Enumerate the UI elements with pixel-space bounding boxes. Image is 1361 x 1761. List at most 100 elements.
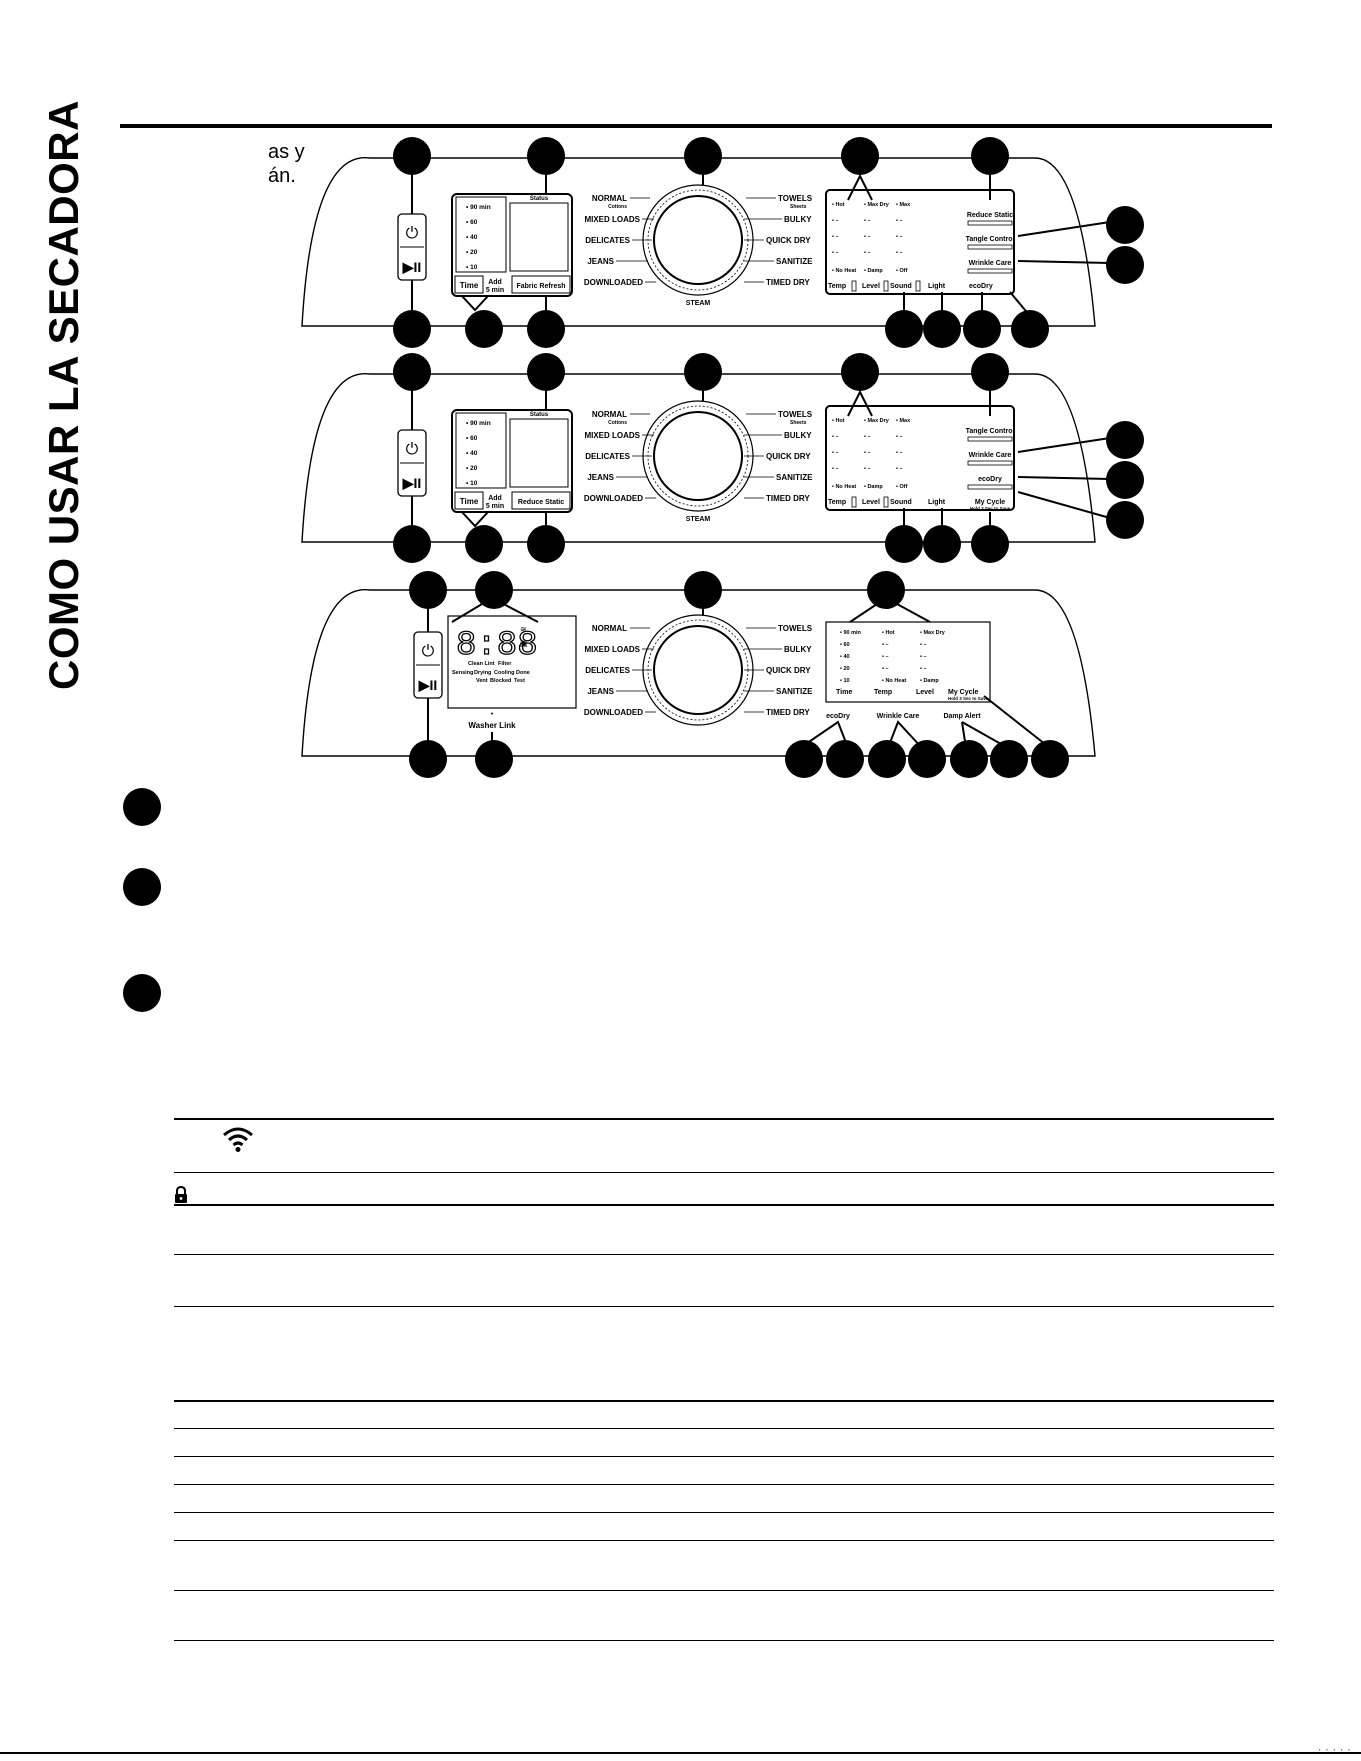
option-buttons-3[interactable]: ecoDry Wrinkle Care Damp Alert <box>826 713 981 720</box>
svg-text:TOWELS: TOWELS <box>778 194 813 203</box>
settings-buttons-3[interactable]: Time Temp Level My Cycle Hold 3 Sec to S… <box>836 689 989 701</box>
svg-text:ecoDry: ecoDry <box>969 283 993 290</box>
svg-text:• –: • – <box>896 250 903 256</box>
svg-text:ecoDry: ecoDry <box>826 713 850 720</box>
power-icon[interactable]: ⏻ <box>422 643 435 660</box>
fabric-refresh-button[interactable] <box>511 275 571 294</box>
svg-text:JEANS: JEANS <box>587 257 614 266</box>
svg-text:Level: Level <box>862 499 880 506</box>
svg-text:Reduce Static: Reduce Static <box>967 212 1013 219</box>
callout-marker <box>393 137 431 175</box>
temp-column: • Hot• – • –• – • No Heat <box>832 202 856 274</box>
svg-text:DOWNLOADED: DOWNLOADED <box>584 278 643 287</box>
svg-text:• 90 min: • 90 min <box>840 630 862 636</box>
callout-marker <box>684 571 722 609</box>
callout-marker <box>885 310 923 348</box>
svg-text:Level: Level <box>916 689 934 696</box>
time-button-2[interactable] <box>454 491 484 510</box>
svg-text:• –: • – <box>864 218 871 224</box>
play-pause-icon[interactable]: ▶II <box>402 475 422 491</box>
callout-marker <box>826 740 864 778</box>
svg-text:• 60: • 60 <box>466 435 478 442</box>
level-column: • Max• – • –• – • Off <box>896 202 911 274</box>
svg-text:QUICK DRY: QUICK DRY <box>766 236 811 245</box>
time-button[interactable] <box>454 275 484 294</box>
wifi-icon <box>223 1127 253 1152</box>
cycles-left-2: NORMAL Cottons MIXED LOADS DELICATES JEA… <box>584 410 643 503</box>
svg-text:• Off: • Off <box>896 484 908 490</box>
svg-text:QUICK DRY: QUICK DRY <box>766 452 811 461</box>
callout-marker <box>1106 461 1144 499</box>
washer-link-button[interactable]: Washer Link <box>468 721 516 730</box>
svg-text:My Cycle: My Cycle <box>975 499 1005 506</box>
svg-text:BULKY: BULKY <box>784 431 812 440</box>
svg-text:• Damp: • Damp <box>864 268 883 274</box>
svg-text:DELICATES: DELICATES <box>585 666 630 675</box>
callout-marker <box>841 353 879 391</box>
svg-text:TOWELS: TOWELS <box>778 624 813 633</box>
add-5min-label: 5 min <box>486 287 504 294</box>
callout-marker <box>885 525 923 563</box>
intro-line-1: as y <box>268 141 305 163</box>
reduce-static-button[interactable] <box>511 491 571 510</box>
svg-text:Sensing: Sensing <box>452 670 473 676</box>
svg-text:• –: • – <box>920 666 927 672</box>
svg-text:• Max Dry: • Max Dry <box>864 202 890 208</box>
svg-text:JEANS: JEANS <box>587 473 614 482</box>
power-icon[interactable]: ⏻ <box>406 441 419 458</box>
callout-marker <box>475 740 513 778</box>
section-marker <box>123 868 161 906</box>
add-5min-label-2: 5 min <box>486 503 504 510</box>
svg-text:NORMAL: NORMAL <box>592 410 627 419</box>
svg-text:Light: Light <box>928 283 946 290</box>
callout-marker <box>971 525 1009 563</box>
section-marker <box>123 788 161 826</box>
time-options-2: • 90 min • 60 • 40 • 20 • 10 <box>466 420 491 487</box>
svg-text:• No Heat: • No Heat <box>832 268 856 274</box>
table-rule <box>174 1640 1274 1641</box>
section-marker <box>123 974 161 1012</box>
svg-text:Clean Lint: Clean Lint <box>468 661 495 667</box>
svg-text:• Off: • Off <box>896 268 908 274</box>
callout-marker <box>971 137 1009 175</box>
settings-buttons-2[interactable]: Temp Level Sound Light <box>828 499 946 506</box>
svg-text:• –: • – <box>832 250 839 256</box>
callout-marker <box>963 310 1001 348</box>
cycles-left-3: NORMAL MIXED LOADS DELICATES JEANS DOWNL… <box>584 624 643 717</box>
play-pause-icon[interactable]: ▶II <box>418 677 438 693</box>
cycles-right-3: TOWELS BULKY QUICK DRY SANITIZE TIMED DR… <box>766 624 813 717</box>
time-options: • 90 min • 60 • 40 • 20 • 10 <box>466 204 491 271</box>
svg-text:• –: • – <box>896 434 903 440</box>
power-icon[interactable]: ⏻ <box>406 225 419 242</box>
svg-text:• Hot: • Hot <box>832 202 845 208</box>
display-digits: 8:88 <box>456 627 538 665</box>
svg-text:• 40: • 40 <box>466 234 478 241</box>
table-rule <box>174 1512 1274 1513</box>
intro-fragment: as y án. <box>268 140 305 188</box>
settings-buttons[interactable]: Temp Level Sound Light ecoDry <box>828 283 993 290</box>
steam-label-2: STEAM <box>686 516 711 523</box>
status-label-2: Status <box>530 412 549 418</box>
play-pause-icon[interactable]: ▶II <box>402 259 422 275</box>
svg-text:BULKY: BULKY <box>784 215 812 224</box>
callout-marker <box>950 740 988 778</box>
digital-display <box>447 615 577 709</box>
svg-text:• 60: • 60 <box>840 642 850 648</box>
svg-text:• 10: • 10 <box>466 480 478 487</box>
svg-text:• Max Dry: • Max Dry <box>920 630 946 636</box>
table-rule <box>174 1484 1274 1485</box>
svg-text:• –: • – <box>920 642 927 648</box>
wifi-icon: ≋ <box>520 625 527 634</box>
callout-marker <box>393 353 431 391</box>
level-column-3: • Max Dry• – • –• – • Damp <box>920 630 946 684</box>
svg-text:• 20: • 20 <box>466 465 478 472</box>
option-buttons[interactable]: Reduce Static Tangle Control Wrinkle Car… <box>966 212 1015 267</box>
svg-text:NORMAL: NORMAL <box>592 624 627 633</box>
callout-marker <box>393 310 431 348</box>
callout-marker <box>1106 206 1144 244</box>
svg-text:Damp Alert: Damp Alert <box>943 713 981 720</box>
dry-column: • Max Dry• – • –• – • Damp <box>864 202 890 274</box>
svg-text:• –: • – <box>882 642 889 648</box>
svg-text:Cottons: Cottons <box>608 420 627 426</box>
option-buttons-2[interactable]: Tangle Control Wrinkle Care ecoDry My Cy… <box>966 428 1015 511</box>
